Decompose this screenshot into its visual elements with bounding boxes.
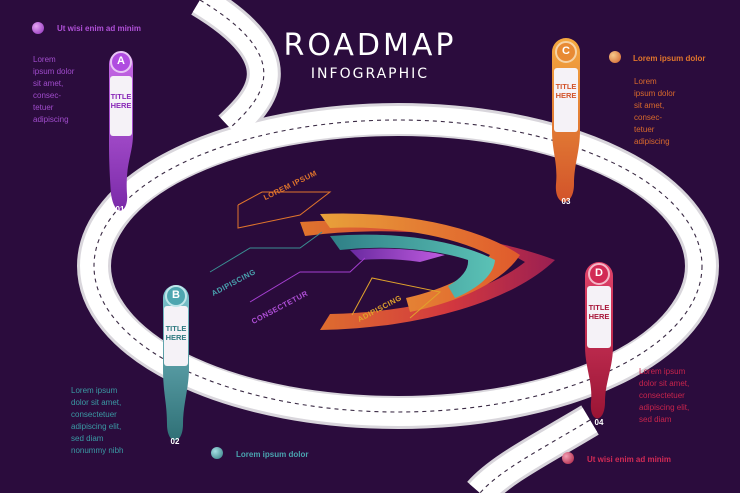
milestone-b-text: Lorem ipsum dolor sit amet, consectetuer… xyxy=(71,386,124,455)
radial-chart xyxy=(300,213,555,330)
milestone-a-text: Lorem ipsum dolor sit amet, consec- tetu… xyxy=(33,55,75,124)
milestone-b-number: 02 xyxy=(170,437,180,446)
page-subtitle: INFOGRAPHIC xyxy=(310,66,430,82)
bullet-dot-b xyxy=(211,447,223,459)
milestone-b-title: TITLE HERE xyxy=(165,324,187,342)
milestone-c-title: TITLE HERE xyxy=(555,82,577,100)
bar-connectors xyxy=(209,191,442,319)
milestone-c-heading: Lorem ipsum dolor xyxy=(633,54,706,63)
milestone-b-letter: B xyxy=(172,289,180,301)
road xyxy=(77,0,719,493)
bullet-dot-c xyxy=(609,51,621,63)
arc-purple xyxy=(350,248,445,262)
milestone-a-title: TITLE HERE xyxy=(110,92,132,110)
milestone-a-letter: A xyxy=(117,55,125,67)
milestone-c-pin xyxy=(552,38,580,202)
page-title: ROADMAP xyxy=(283,28,457,63)
milestone-d-title: TITLE HERE xyxy=(588,303,610,321)
milestone-d-text: Lorem ipsum dolor sit amet, consectetuer… xyxy=(639,367,690,424)
milestone-a-pin xyxy=(109,51,133,211)
road-inner-area xyxy=(112,136,684,396)
bullet-dot-a xyxy=(32,22,44,34)
milestone-d-pin xyxy=(585,262,613,419)
milestone-c-number: 03 xyxy=(561,197,571,206)
milestone-d-letter: D xyxy=(595,267,603,279)
milestone-c-letter: C xyxy=(562,45,570,57)
arc-outer-red xyxy=(300,220,555,330)
bullet-dot-d xyxy=(562,452,574,464)
milestone-a-number: 01 xyxy=(115,205,125,214)
milestone-a-heading: Ut wisi enim ad minim xyxy=(57,24,142,33)
arc-teal xyxy=(330,234,495,298)
milestone-d-number: 04 xyxy=(594,418,604,427)
milestone-d-heading: Ut wisi enim ad minim xyxy=(587,455,672,464)
milestone-b-pin xyxy=(163,285,189,441)
milestone-c-text: Lorem ipsum dolor sit amet, consec- tetu… xyxy=(634,77,676,146)
milestone-b-heading: Lorem ipsum dolor xyxy=(236,450,309,459)
